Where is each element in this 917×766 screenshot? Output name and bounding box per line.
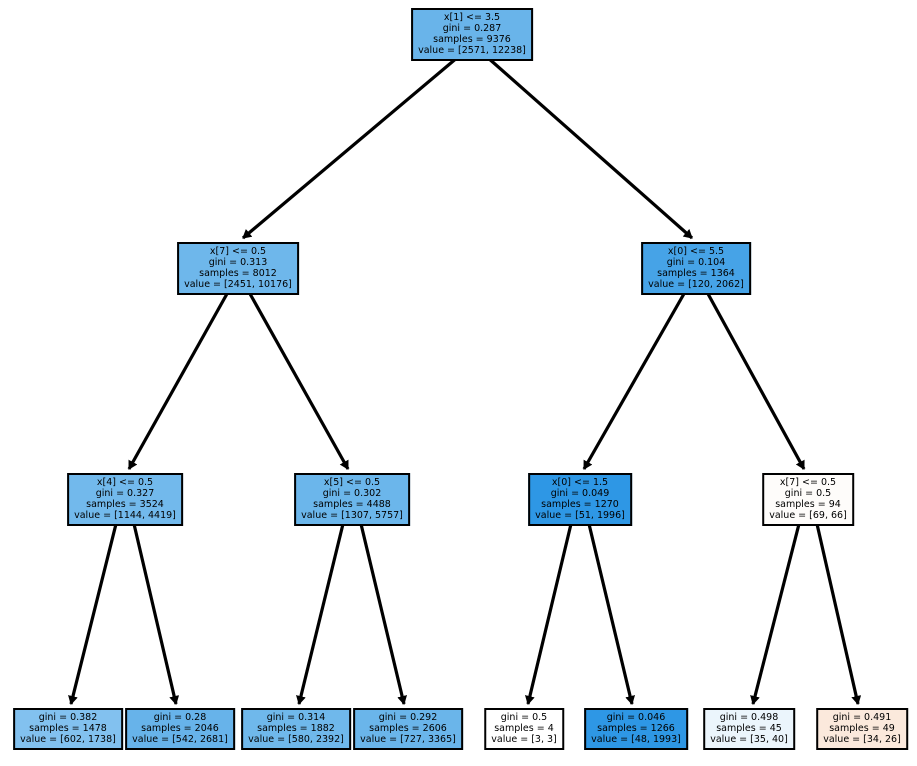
node-samples: samples = 1478	[29, 723, 107, 734]
node-condition: x[5] <= 0.5	[323, 477, 381, 488]
node-samples: samples = 2046	[141, 723, 219, 734]
node-gini: gini = 0.302	[322, 488, 382, 499]
edge-root-to-l2-left	[241, 55, 460, 240]
node-samples: samples = 4488	[313, 499, 391, 510]
node-gini: gini = 0.287	[442, 23, 502, 34]
node-condition: x[4] <= 0.5	[96, 477, 154, 488]
node-samples: samples = 94	[775, 499, 841, 510]
tree-node-l3-2: x[5] <= 0.5 gini = 0.302 samples = 4488 …	[294, 473, 410, 526]
node-gini: gini = 0.049	[550, 488, 610, 499]
edge-l3-3-to-leaf-5	[524, 523, 573, 705]
edge-l2-right-to-l3-4	[705, 291, 806, 470]
edge-l3-4-to-leaf-8	[815, 523, 862, 705]
tree-node-leaf-8: gini = 0.491 samples = 49 value = [34, 2…	[816, 708, 908, 750]
node-samples: samples = 1266	[597, 723, 675, 734]
node-gini: gini = 0.292	[378, 712, 438, 723]
node-gini: gini = 0.382	[38, 712, 98, 723]
tree-node-root: x[1] <= 3.5 gini = 0.287 samples = 9376 …	[411, 8, 533, 61]
node-gini: gini = 0.313	[208, 257, 268, 268]
node-value: value = [1144, 4419]	[74, 510, 176, 521]
tree-node-leaf-6: gini = 0.046 samples = 1266 value = [48,…	[584, 708, 688, 750]
node-samples: samples = 49	[829, 723, 895, 734]
node-samples: samples = 9376	[433, 34, 511, 45]
node-samples: samples = 2606	[369, 723, 447, 734]
node-gini: gini = 0.104	[666, 257, 726, 268]
edge-l2-right-to-l3-3	[582, 291, 687, 470]
tree-node-l2-right: x[0] <= 5.5 gini = 0.104 samples = 1364 …	[641, 242, 751, 295]
node-samples: samples = 8012	[199, 268, 277, 279]
edge-l3-1-to-leaf-2	[132, 523, 180, 705]
node-value: value = [580, 2392]	[248, 734, 344, 745]
tree-node-leaf-4: gini = 0.292 samples = 2606 value = [727…	[353, 708, 463, 750]
edge-l3-2-to-leaf-3	[296, 523, 345, 705]
node-value: value = [51, 1996]	[535, 510, 625, 521]
node-condition: x[1] <= 3.5	[443, 12, 501, 23]
node-value: value = [727, 3365]	[360, 734, 456, 745]
node-condition: x[7] <= 0.5	[209, 246, 267, 257]
node-value: value = [34, 26]	[823, 734, 901, 745]
node-gini: gini = 0.314	[266, 712, 326, 723]
tree-node-l3-1: x[4] <= 0.5 gini = 0.327 samples = 3524 …	[67, 473, 183, 526]
node-samples: samples = 1364	[657, 268, 735, 279]
edge-l3-2-to-leaf-4	[359, 523, 408, 705]
node-gini: gini = 0.5	[784, 488, 832, 499]
node-value: value = [2451, 10176]	[184, 279, 292, 290]
node-value: value = [35, 40]	[710, 734, 788, 745]
tree-node-leaf-2: gini = 0.28 samples = 2046 value = [542,…	[125, 708, 235, 750]
node-gini: gini = 0.498	[719, 712, 779, 723]
node-samples: samples = 1882	[257, 723, 335, 734]
node-samples: samples = 45	[716, 723, 782, 734]
node-value: value = [120, 2062]	[648, 279, 744, 290]
node-samples: samples = 1270	[541, 499, 619, 510]
node-gini: gini = 0.046	[606, 712, 666, 723]
tree-node-leaf-1: gini = 0.382 samples = 1478 value = [602…	[13, 708, 123, 750]
node-condition: x[0] <= 1.5	[551, 477, 609, 488]
node-samples: samples = 4	[494, 723, 554, 734]
node-condition: x[7] <= 0.5	[779, 477, 837, 488]
tree-node-l2-left: x[7] <= 0.5 gini = 0.313 samples = 8012 …	[177, 242, 299, 295]
edge-l3-3-to-leaf-6	[587, 523, 636, 705]
node-gini: gini = 0.5	[500, 712, 548, 723]
node-value: value = [48, 1993]	[591, 734, 681, 745]
node-value: value = [602, 1738]	[20, 734, 116, 745]
tree-node-leaf-5: gini = 0.5 samples = 4 value = [3, 3]	[484, 708, 564, 750]
edge-root-to-l2-right	[485, 55, 694, 240]
edge-l2-left-to-l3-1	[127, 291, 230, 470]
node-condition: x[0] <= 5.5	[667, 246, 725, 257]
tree-node-leaf-3: gini = 0.314 samples = 1882 value = [580…	[241, 708, 351, 750]
tree-node-leaf-7: gini = 0.498 samples = 45 value = [35, 4…	[703, 708, 795, 750]
node-gini: gini = 0.28	[153, 712, 207, 723]
node-value: value = [542, 2681]	[132, 734, 228, 745]
node-value: value = [69, 66]	[769, 510, 847, 521]
node-samples: samples = 3524	[86, 499, 164, 510]
node-gini: gini = 0.491	[832, 712, 892, 723]
edge-l3-4-to-leaf-7	[750, 523, 801, 705]
edge-l2-left-to-l3-2	[247, 291, 350, 470]
edge-l3-1-to-leaf-1	[68, 523, 118, 705]
tree-node-l3-4: x[7] <= 0.5 gini = 0.5 samples = 94 valu…	[762, 473, 854, 526]
node-value: value = [3, 3]	[491, 734, 557, 745]
node-value: value = [2571, 12238]	[418, 45, 526, 56]
node-value: value = [1307, 5757]	[301, 510, 403, 521]
tree-node-l3-3: x[0] <= 1.5 gini = 0.049 samples = 1270 …	[528, 473, 632, 526]
node-gini: gini = 0.327	[95, 488, 155, 499]
